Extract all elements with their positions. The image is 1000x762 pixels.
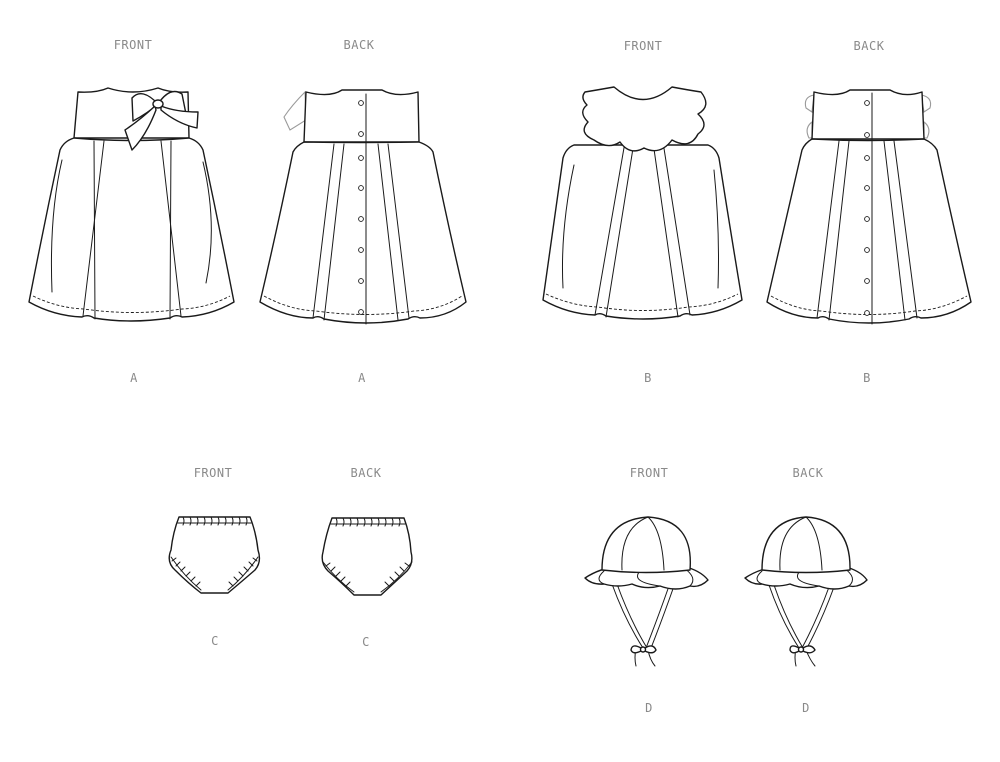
view-letter-a-front: A — [130, 371, 138, 385]
dress-b-front-illustration — [542, 86, 743, 320]
view-letter-b-back: B — [863, 371, 871, 385]
view-letter-c-front: C — [211, 634, 219, 648]
hat-d-back-illustration — [744, 516, 868, 667]
view-letter-d-back: D — [802, 701, 810, 715]
view-letter-a-back: A — [358, 371, 366, 385]
bloomers-c-back-illustration — [321, 517, 413, 596]
label-front-d: FRONT — [629, 466, 669, 480]
view-letter-b-front: B — [644, 371, 652, 385]
hat-d-front-illustration — [584, 516, 709, 667]
label-front-a: FRONT — [113, 38, 153, 52]
view-letter-d-front: D — [645, 701, 653, 715]
dress-b-back-illustration — [766, 89, 972, 325]
view-letter-c-back: C — [362, 635, 370, 649]
label-front-b: FRONT — [623, 39, 663, 53]
label-back-a: BACK — [343, 38, 375, 52]
dress-a-front-illustration — [28, 87, 235, 322]
label-front-c: FRONT — [193, 466, 233, 480]
bloomers-c-front-illustration — [168, 516, 261, 594]
label-back-c: BACK — [350, 466, 382, 480]
label-back-b: BACK — [853, 39, 885, 53]
dress-a-back-illustration — [259, 89, 467, 325]
label-back-d: BACK — [792, 466, 824, 480]
